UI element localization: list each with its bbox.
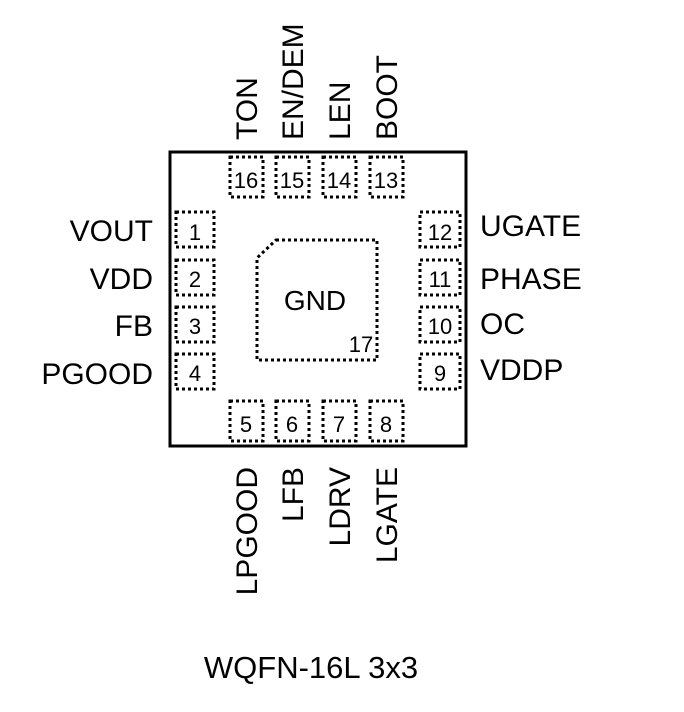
pin-pad	[321, 399, 358, 443]
pin-number: 12	[428, 220, 452, 245]
pin-5: 5 LPGOOD	[228, 399, 265, 595]
pin-name: FB	[115, 310, 153, 343]
pin-name: VOUT	[70, 215, 153, 248]
pin-number: 2	[189, 267, 201, 292]
pin-pad	[274, 155, 311, 199]
pin-name: UGATE	[480, 210, 581, 243]
pin-10: 10 OC	[418, 305, 525, 344]
pin-16: 16 TON	[228, 77, 265, 199]
pin-number: 3	[189, 314, 201, 339]
pin-12: 12 UGATE	[418, 210, 581, 249]
pin-number: 7	[333, 412, 345, 437]
pin-pad	[321, 155, 358, 199]
pin-name: BOOT	[371, 55, 404, 140]
gnd-pad	[255, 238, 379, 362]
package-label: WQFN-16L 3x3	[204, 650, 418, 685]
pin-pad	[418, 210, 462, 249]
pin-pad	[368, 399, 405, 443]
package-body	[168, 150, 468, 448]
pin-pad	[228, 155, 265, 199]
pin-number: 1	[189, 220, 201, 245]
pin-name: LPGOOD	[231, 467, 264, 595]
pin-pad	[418, 352, 462, 391]
pin-number: 6	[286, 412, 298, 437]
pin-pad	[174, 352, 216, 391]
pin-pad	[174, 258, 216, 297]
pin-pad	[274, 399, 311, 443]
pin-name: LDRV	[324, 467, 357, 546]
pin-pad	[228, 399, 265, 443]
pin-number: 4	[189, 361, 201, 386]
pin-number: 14	[327, 168, 351, 193]
pin-pad	[418, 258, 462, 297]
pin-name: VDD	[90, 263, 153, 296]
pin-number: 5	[240, 412, 252, 437]
pin-pad	[368, 155, 405, 199]
pin-number: 9	[434, 361, 446, 386]
pin-number: 8	[380, 412, 392, 437]
pin-1: 1 VOUT	[70, 210, 216, 249]
pin-pad	[174, 305, 216, 344]
pin-name: PHASE	[480, 263, 582, 296]
pin-4: 4 PGOOD	[41, 352, 216, 391]
pin-number: 13	[374, 168, 398, 193]
pin-6: 6 LFB	[274, 399, 311, 522]
pin-3: 3 FB	[115, 305, 216, 344]
pin-pad	[174, 210, 216, 249]
pin-name: OC	[480, 308, 525, 341]
pin-name: LEN	[324, 82, 357, 140]
pin-name: VDDP	[480, 354, 563, 387]
pin-15: 15 EN/DEM	[274, 23, 311, 199]
pin-name: LGATE	[371, 467, 404, 563]
pin-number: 11	[429, 267, 452, 292]
pin-number: 10	[428, 314, 452, 339]
pin-number: 16	[234, 168, 258, 193]
pin-2: 2 VDD	[90, 258, 216, 297]
gnd-pad-label: GND	[284, 285, 346, 316]
pin-name: LFB	[277, 467, 310, 522]
pin-13: 13 BOOT	[368, 55, 405, 199]
gnd-pad-number: 17	[349, 332, 373, 357]
pin-9: 9 VDDP	[418, 352, 563, 391]
pin-name: EN/DEM	[277, 23, 310, 140]
pin-7: 7 LDRV	[321, 399, 358, 546]
pin-number: 15	[280, 168, 304, 193]
pin-name: TON	[231, 77, 264, 140]
pin-11: 11 PHASE	[418, 258, 582, 297]
pin-name: PGOOD	[41, 358, 153, 391]
pin-8: 8 LGATE	[368, 399, 405, 563]
pin-pad	[418, 305, 462, 344]
pin-14: 14 LEN	[321, 82, 358, 199]
